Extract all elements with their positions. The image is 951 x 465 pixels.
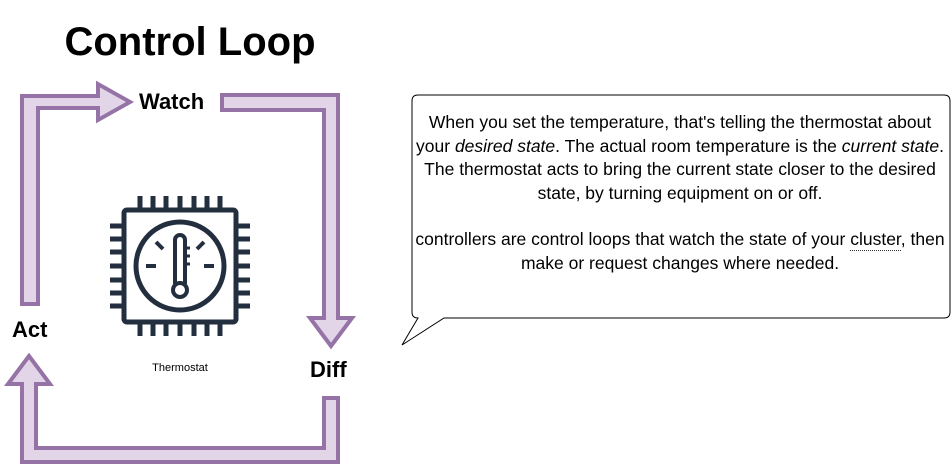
page-title: Control Loop: [64, 20, 316, 64]
callout-text: When you set the temperature, that's tel…: [412, 111, 948, 275]
callout-text-segment: controllers are control loops that watch…: [415, 229, 851, 249]
arrow-watch-to-diff: [220, 93, 356, 350]
arrow-act-to-watch: [20, 80, 135, 306]
watch-label: Watch: [139, 89, 205, 114]
callout-bubble: [401, 94, 951, 346]
callout-text-segment: When you set the temperature, that's tel…: [416, 112, 932, 156]
thermostat-chip-icon: [110, 196, 250, 336]
arrow-diff-to-act: [4, 352, 340, 464]
cluster-glossary-link[interactable]: cluster: [850, 229, 901, 251]
current-state-term: current state: [841, 135, 940, 156]
act-label: Act: [12, 317, 48, 342]
callout-text-segment: . The actual room temperature is the: [555, 135, 842, 156]
callout-paragraph-thermostat: When you set the temperature, that's tel…: [412, 111, 948, 205]
thermostat-caption: Thermostat: [152, 362, 208, 374]
callout-paragraph-controllers: controllers are control loops that watch…: [412, 228, 948, 275]
diff-label: Diff: [310, 357, 347, 382]
desired-state-term: desired state: [454, 135, 556, 156]
callout-text-segment: . The thermostat acts to bring the curre…: [424, 135, 944, 203]
callout-text-segment: , then make or request changes where nee…: [520, 229, 945, 273]
